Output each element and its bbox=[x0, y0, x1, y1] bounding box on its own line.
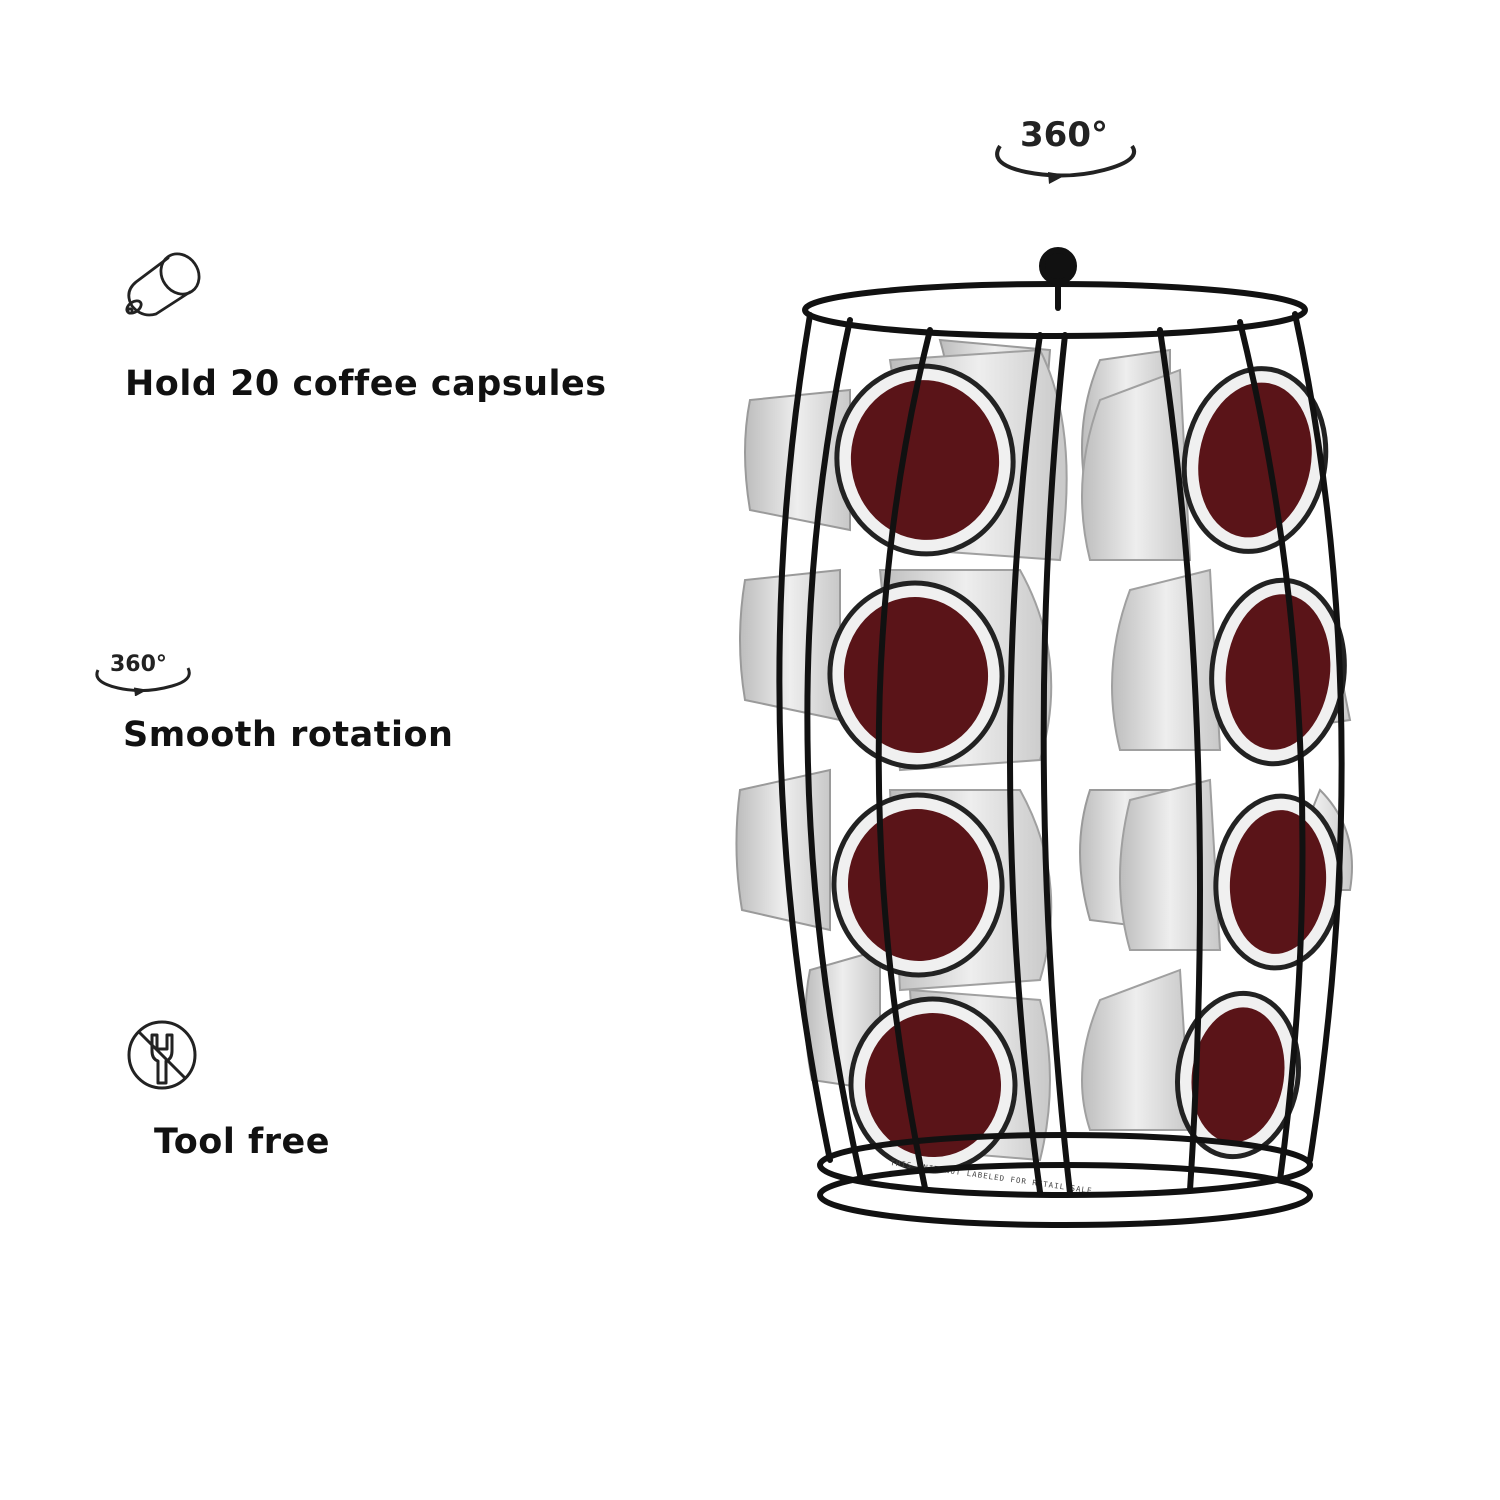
feature-capacity-text: Hold 20 coffee capsules bbox=[125, 364, 607, 404]
rotation-icon-label: 360° bbox=[110, 652, 167, 677]
tool-free-icon bbox=[127, 1020, 197, 1090]
feature-tool-free-text: Tool free bbox=[154, 1122, 330, 1162]
pod-lid bbox=[1209, 577, 1347, 767]
wire-rack bbox=[776, 247, 1345, 1228]
rotation-badge-icon: 360° bbox=[995, 115, 1136, 184]
capsule-rack-image: THIS UNIT NOT LABELED FOR RETAIL SALE bbox=[735, 247, 1353, 1228]
rotation-badge-label: 360° bbox=[1020, 115, 1108, 155]
pod-lid bbox=[834, 363, 1016, 557]
coffee-capsule-icon bbox=[125, 252, 201, 317]
feature-rotation-text: Smooth rotation bbox=[123, 715, 454, 755]
pod-lid bbox=[1174, 990, 1302, 1160]
rotation-360-icon: 360° bbox=[95, 652, 191, 696]
